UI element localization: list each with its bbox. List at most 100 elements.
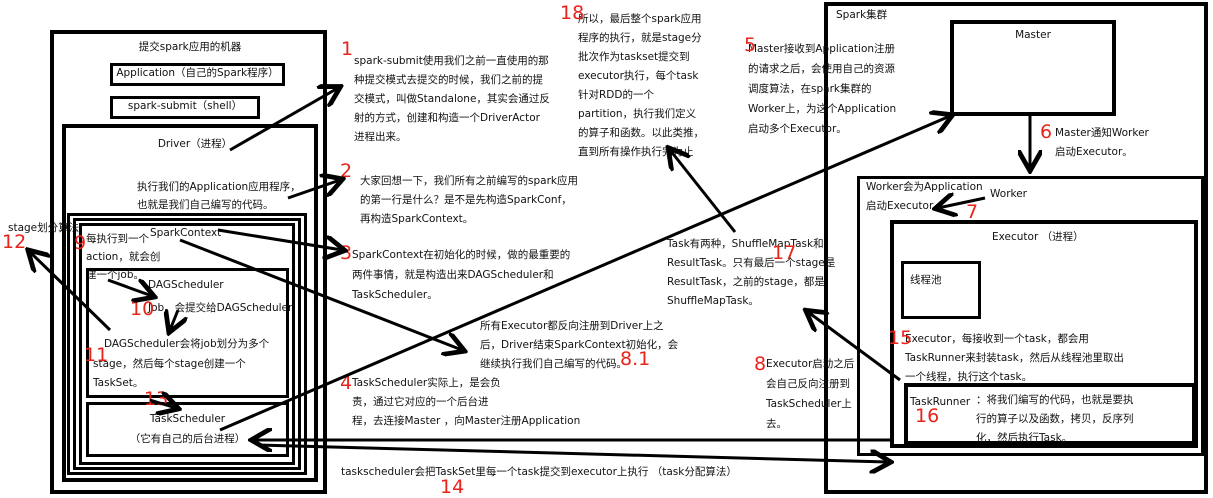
- n15-line-3: 一个线程，执行这个task。: [905, 371, 1033, 383]
- arrow-taskscheduler-to-master: [219, 116, 950, 432]
- arrow-taskset-to-executor: [257, 443, 888, 462]
- arrow-action-to-dag: [107, 280, 152, 296]
- arrow-driver-to-n1: [229, 88, 338, 152]
- driver-inner-box-2: [73, 218, 301, 470]
- thread-pool-label: 线程池: [910, 274, 942, 286]
- application-box: [110, 63, 285, 86]
- step-number-7: 7: [966, 201, 979, 223]
- driver-inner-box-3: [79, 223, 295, 465]
- n81-line-1: 所有Executor都反向注册到Driver上之: [480, 320, 664, 332]
- step-number-18: 18: [560, 2, 585, 24]
- n3-line-3: TaskScheduler。: [352, 289, 438, 301]
- n4-line-3: 程，去连接Master ，向Master注册Application: [352, 415, 581, 427]
- n2-line-1: 大家回想一下，我们所有之前编写的spark应用: [360, 175, 578, 187]
- step-number-14: 14: [440, 476, 465, 498]
- arrow-stage-algo: [30, 252, 112, 332]
- n8-line-2: 会自己反向注册到: [766, 378, 850, 390]
- n18-line-2: 程序的执行，就是stage分: [578, 32, 702, 44]
- n17-line-4: ShuffleMapTask。: [667, 295, 759, 307]
- n6-line-1: Master通知Worker: [1055, 127, 1149, 139]
- n5-line-3: 调度算法，在spark集群的: [748, 83, 872, 95]
- n5-line-1: Master接收到Application注册: [748, 43, 896, 55]
- step-number-6: 6: [1040, 121, 1053, 143]
- worker-note-2: 启动Executor: [866, 200, 934, 212]
- worker-note-1: Worker会为Application: [866, 181, 983, 193]
- n16-line-3: 化，然后执行Task。: [976, 432, 1073, 444]
- n16-line-1: ：将我们编写的代码，也就是要执: [976, 394, 1134, 406]
- worker-box: [857, 176, 1204, 456]
- n8-line-3: TaskScheduler上: [766, 398, 852, 410]
- n18-line-3: 批次作为taskset提交到: [578, 51, 690, 63]
- n18-line-4: executor执行，每个task: [578, 70, 699, 82]
- n18-line-6: partition，执行我们定义: [578, 108, 697, 120]
- dag-scheduler-label: DAGScheduler: [148, 279, 224, 291]
- arrow-driver-note-to-n2: [287, 180, 340, 200]
- step-number-9: 9: [74, 232, 87, 254]
- stage-algo-label: stage划分算法: [8, 222, 80, 234]
- n81-line-3: 继续执行我们自己编写的代码。: [480, 358, 627, 370]
- n17-line-2: ResultTask。只有最后一个stage是: [667, 257, 836, 269]
- machine-box: [50, 30, 327, 494]
- arrow-sparkcontext-to-n3: [217, 228, 342, 250]
- n8-line-1: Executor启动之后: [766, 358, 855, 370]
- n4-line-2: 责，通过它对应的一个后台进: [352, 396, 489, 408]
- n16-line-2: 行的算子以及函数，拷贝，反序列: [976, 413, 1134, 425]
- driver-box: [62, 124, 318, 482]
- driver-inner-box-1: [67, 213, 307, 475]
- task-scheduler-box: [86, 402, 289, 457]
- n8-line-4: 去。: [766, 418, 787, 430]
- step-number-8: 8: [754, 353, 767, 375]
- step-number-10: 10: [130, 298, 155, 320]
- arrow-taskrunner-to-n17: [808, 312, 901, 382]
- step-number-8-1: 8.1: [620, 348, 651, 370]
- n81-line-2: 后，Driver结束SparkContext初始化，会: [480, 339, 679, 351]
- dag-split-note-2: stage，然后每个stage创建一个: [93, 358, 246, 370]
- worker-label: Worker: [990, 188, 1027, 200]
- n5-line-2: 的请求之后，会使用自己的资源: [748, 63, 895, 75]
- master-box: [950, 20, 1116, 116]
- spark-submit-box: [110, 96, 260, 119]
- executor-label: Executor （进程）: [992, 231, 1084, 243]
- n15-line-2: TaskRunner来封装task，然后从线程池里取出: [905, 352, 1124, 364]
- n18-line-8: 直到所有操作执行完为止: [578, 146, 694, 158]
- arrow-worker-to-executor: [938, 198, 986, 208]
- machine-title: 提交spark应用的机器: [138, 41, 242, 53]
- spark-submit-label: spark-submit（shell）: [127, 100, 243, 112]
- task-runner-label: TaskRunner: [910, 396, 971, 408]
- dag-split-note-3: TaskSet。: [93, 377, 144, 389]
- n2-line-2: 的第一行是什么？是不是先构造SparkConf，: [360, 194, 572, 206]
- thread-pool-box: [901, 261, 981, 319]
- n17-line-1: Task有两种，ShuffleMapTask和: [667, 238, 824, 250]
- n15-line-1: Executor，每接收到一个task，都会用: [905, 333, 1089, 345]
- task-scheduler-sub: （它有自己的后台进程）: [129, 433, 246, 445]
- n3-line-1: SparkContext在初始化的时候，做的最重要的: [352, 249, 571, 261]
- step-number-12: 12: [2, 231, 27, 253]
- n1-line-4: 射的方式，创建和构造一个DriverActor: [354, 112, 540, 124]
- step-number-16: 16: [915, 405, 940, 427]
- n1-line-3: 交模式，叫做Standalone，其实会通过反: [354, 93, 550, 105]
- n1-line-1: spark-submit使用我们之前一直使用的那: [354, 55, 549, 67]
- action-note-3: 建一个job。: [86, 269, 145, 281]
- spark-context-label: SparkContext: [150, 227, 222, 239]
- driver-note-1: 执行我们的Application应用程序，: [137, 181, 301, 193]
- step-number-15: 15: [888, 327, 913, 349]
- task-runner-box: [904, 383, 1196, 445]
- n2-line-3: 再构造SparkContext。: [360, 213, 474, 225]
- step-number-11: 11: [84, 344, 109, 366]
- step-number-5: 5: [744, 34, 757, 56]
- n3-line-2: 两件事情，就是构造出来DAGScheduler和: [352, 269, 554, 281]
- n18-line-7: 的算子和函数。以此类推，: [578, 127, 704, 139]
- n17-line-3: ResultTask，之前的stage，都是: [667, 276, 825, 288]
- n4-line-1: TaskScheduler实际上，是会负: [352, 377, 501, 389]
- driver-note-2: 也就是我们自己编写的代码。: [137, 199, 274, 211]
- application-label: Application（自己的Spark程序）: [116, 67, 279, 79]
- arrow-dag-to-job: [170, 310, 178, 330]
- n5-line-4: Worker上，为这个Application: [748, 103, 897, 115]
- n14-text: taskscheduler会把TaskSet里每一个task提交到executo…: [341, 466, 737, 478]
- driver-label: Driver（进程）: [157, 138, 233, 150]
- n6-line-2: 启动Executor。: [1055, 146, 1133, 158]
- step-number-1: 1: [341, 38, 354, 60]
- arrow-sparkcontext-to-driver-register: [179, 238, 462, 350]
- action-note-2: action，就会创: [86, 251, 161, 263]
